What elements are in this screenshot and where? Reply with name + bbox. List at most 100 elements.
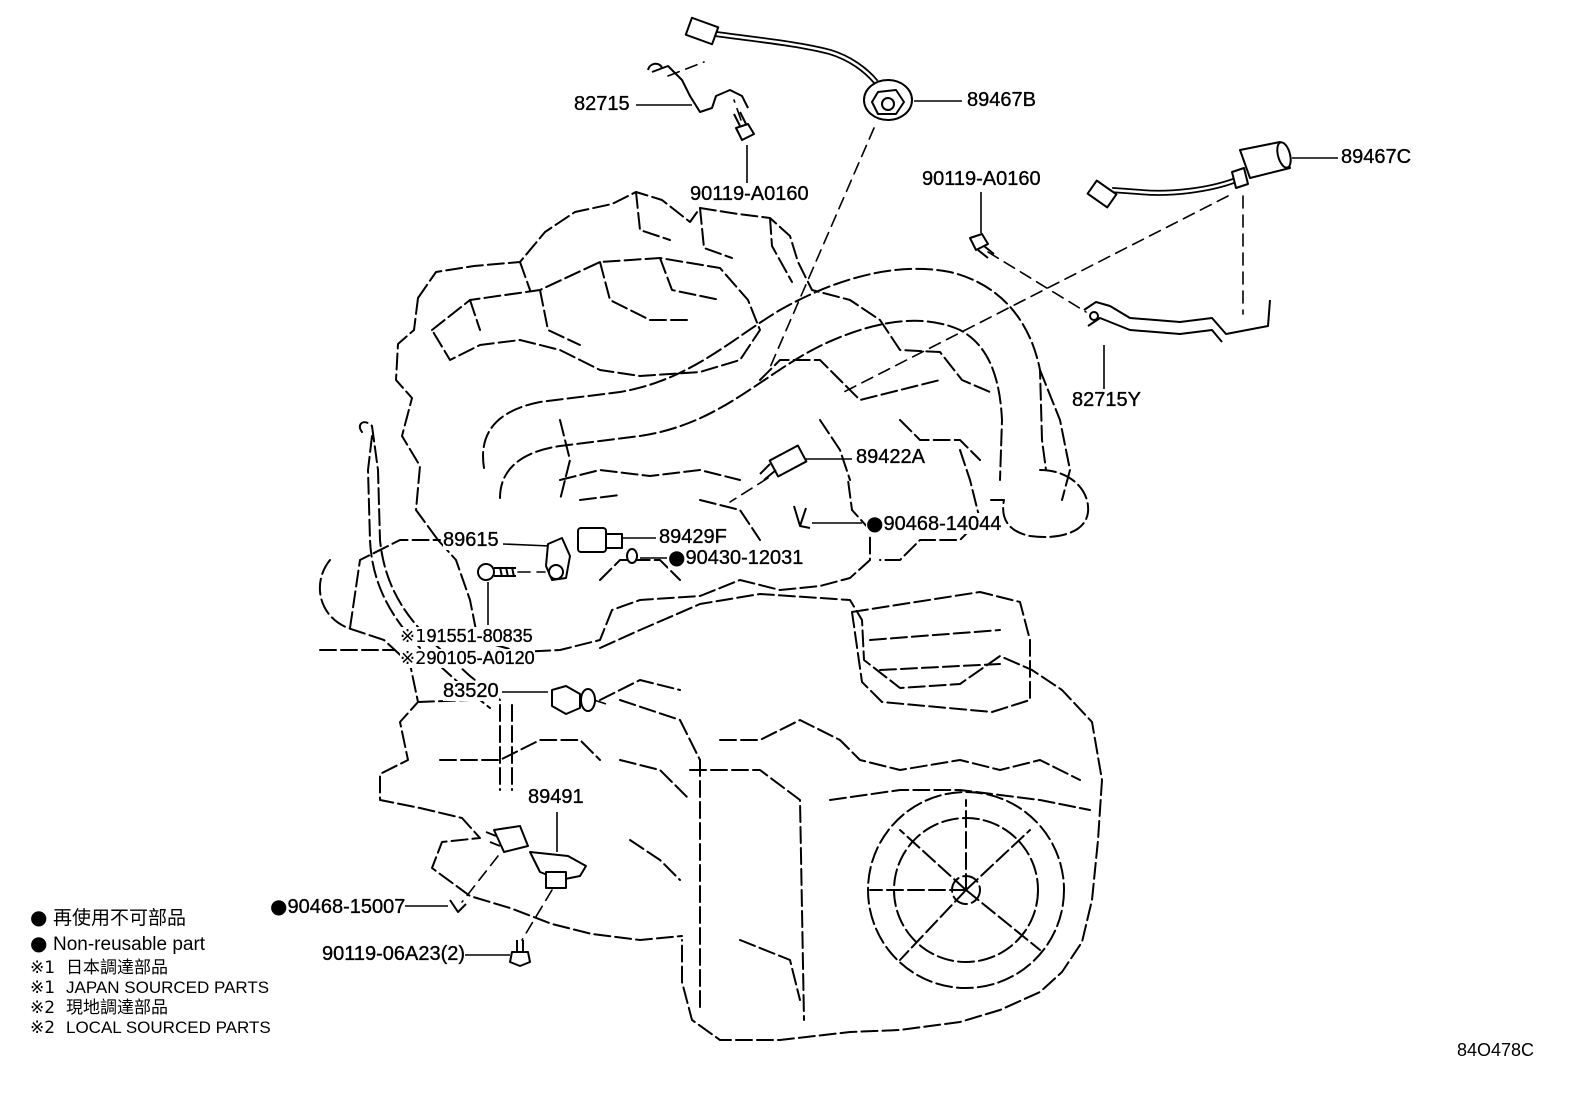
callout-89429F[interactable]: 89429F	[659, 527, 727, 547]
bracket-82715Y-icon	[1083, 299, 1271, 343]
engine-rear-side	[1039, 369, 1071, 501]
callout-91551-80835[interactable]: ※191551-80835	[400, 627, 533, 646]
sensor-89467B-tip-icon	[881, 97, 895, 111]
legend-row-non-reusable-ja: ●再使用不可部品	[30, 906, 186, 930]
bolt-top-thread-icon	[733, 111, 747, 127]
callout-90119-06A23[interactable]: 90119-06A23(2)	[322, 944, 465, 964]
install-line-89491-clip	[461, 855, 499, 903]
bolt-right-thread-icon	[977, 245, 995, 259]
part-number[interactable]: 89422A	[856, 446, 925, 468]
part-number[interactable]: 90105-A0120	[426, 648, 535, 668]
part-number[interactable]: 82715	[574, 93, 630, 115]
part-number[interactable]: 90430-12031	[685, 547, 804, 569]
sensor-89615-tip-icon	[548, 564, 564, 580]
bracket-89491-icon	[529, 851, 587, 881]
sensor-89491-icon	[493, 825, 529, 853]
install-line-89467C-engine	[839, 195, 1229, 395]
part-number[interactable]: 89615	[443, 529, 499, 551]
legend-marker: ※2	[30, 1018, 56, 1038]
install-line-89422A	[729, 477, 769, 503]
part-number[interactable]: 82715Y	[1072, 389, 1141, 411]
drive-gear-hub	[951, 875, 981, 905]
transaxle-detail	[619, 699, 1091, 881]
illustration-code: 84O478C	[1457, 1040, 1535, 1060]
sensor-89429F-body-icon	[577, 527, 607, 553]
sensor-89422A-icon	[768, 444, 808, 478]
sourcing-note-marker: ※2	[400, 648, 427, 669]
part-number[interactable]: 83520	[443, 680, 499, 702]
leader-line-89615	[502, 543, 551, 547]
parts	[449, 16, 1292, 967]
part-number[interactable]: 90119-A0160	[690, 183, 809, 205]
engine-front-face	[437, 479, 871, 653]
connector-89491-icon	[545, 871, 567, 889]
legend-text: 日本調達部品	[66, 958, 168, 977]
legend-marker: ●	[30, 931, 48, 955]
sensor-89429F-tip-icon	[605, 533, 623, 549]
drive-gear-spokes	[869, 799, 1041, 961]
part-number[interactable]: 90119-06A23(2)	[322, 943, 466, 965]
callout-89615[interactable]: 89615	[443, 530, 499, 550]
part-number[interactable]: 90468-14044	[883, 513, 1002, 535]
legend-row-local-sourced-ja: ※2 現地調達部品	[30, 998, 168, 1018]
callout-89422A[interactable]: 89422A	[856, 447, 925, 467]
clip-90468-15007-icon	[449, 899, 467, 913]
part-number[interactable]: 89491	[528, 786, 584, 808]
sensor-89467C-end-icon	[1276, 141, 1292, 169]
clip-90468-14044-icon	[793, 505, 811, 529]
part-number[interactable]: 91551-80835	[426, 626, 533, 646]
legend-text: Non-reusable part	[53, 934, 206, 955]
callout-83520[interactable]: 83520	[443, 681, 499, 701]
install-line-bolt-right	[987, 251, 1087, 313]
callout-90430-12031[interactable]: ●90430-12031	[668, 545, 804, 569]
legend-row-non-reusable-en: ●Non-reusable part	[30, 932, 205, 956]
part-number[interactable]: 89467C	[1341, 146, 1412, 168]
callout-89491[interactable]: 89491	[528, 787, 584, 807]
coolant-pipe	[499, 704, 513, 791]
inverter-housing-outline	[851, 591, 1031, 713]
sensor-wire-89467B-core	[715, 32, 877, 83]
callout-90468-14044[interactable]: ●90468-14044	[866, 513, 1002, 535]
part-number[interactable]: 90468-15007	[287, 896, 406, 918]
installation-lines	[461, 61, 1244, 941]
callout-90468-15007[interactable]: ●90468-15007	[270, 894, 406, 918]
non-reusable-marker: ●	[668, 545, 686, 569]
bolt-89615-head-icon	[477, 563, 495, 581]
part-number[interactable]: 90119-A0160	[922, 168, 1041, 190]
part-number[interactable]: 89467B	[967, 89, 1036, 111]
bolt-89615-shaft-icon	[494, 566, 516, 578]
throttle-body-outline	[989, 469, 1090, 538]
switch-83520-body-icon	[580, 688, 596, 712]
gasket-90430-12031-icon	[626, 548, 638, 564]
part-number[interactable]: 89429F	[659, 526, 727, 548]
cylinder-head-outline	[417, 191, 991, 393]
bolt-top-icon	[735, 123, 755, 141]
clamp-82715-icon	[647, 62, 749, 113]
bolt-90119-06A23-head-icon	[509, 951, 531, 967]
callout-82715Y[interactable]: 82715Y	[1072, 390, 1141, 410]
sensor-wire-89467C-core	[1111, 178, 1237, 195]
intake-runner-block	[431, 257, 761, 377]
engine-front-detail	[559, 419, 981, 581]
switch-83520-hex-icon	[551, 685, 581, 715]
intake-runner-detail	[469, 191, 793, 346]
callout-89467C[interactable]: 89467C	[1341, 147, 1411, 167]
callout-90119-A0160-right[interactable]: 90119-A0160	[922, 169, 1041, 189]
install-line-83520	[593, 699, 613, 707]
callout-90105-A0120[interactable]: ※290105-A0120	[400, 649, 535, 668]
callout-89467B[interactable]: 89467B	[967, 90, 1036, 110]
callout-90119-A0160-top[interactable]: 90119-A0160	[690, 184, 809, 204]
legend-marker: ※2	[30, 998, 56, 1018]
bolt-90119-06A23-shaft-icon	[516, 940, 524, 952]
legend-marker: ●	[30, 905, 48, 929]
legend-text: 現地調達部品	[66, 998, 168, 1017]
legend-marker: ※1	[30, 958, 56, 978]
legend-row-japan-sourced-ja: ※1 日本調達部品	[30, 958, 168, 978]
non-reusable-marker: ●	[270, 894, 288, 918]
install-line-89467B	[767, 127, 875, 373]
callout-82715[interactable]: 82715	[574, 94, 630, 114]
surge-tank-outer	[482, 267, 1047, 471]
